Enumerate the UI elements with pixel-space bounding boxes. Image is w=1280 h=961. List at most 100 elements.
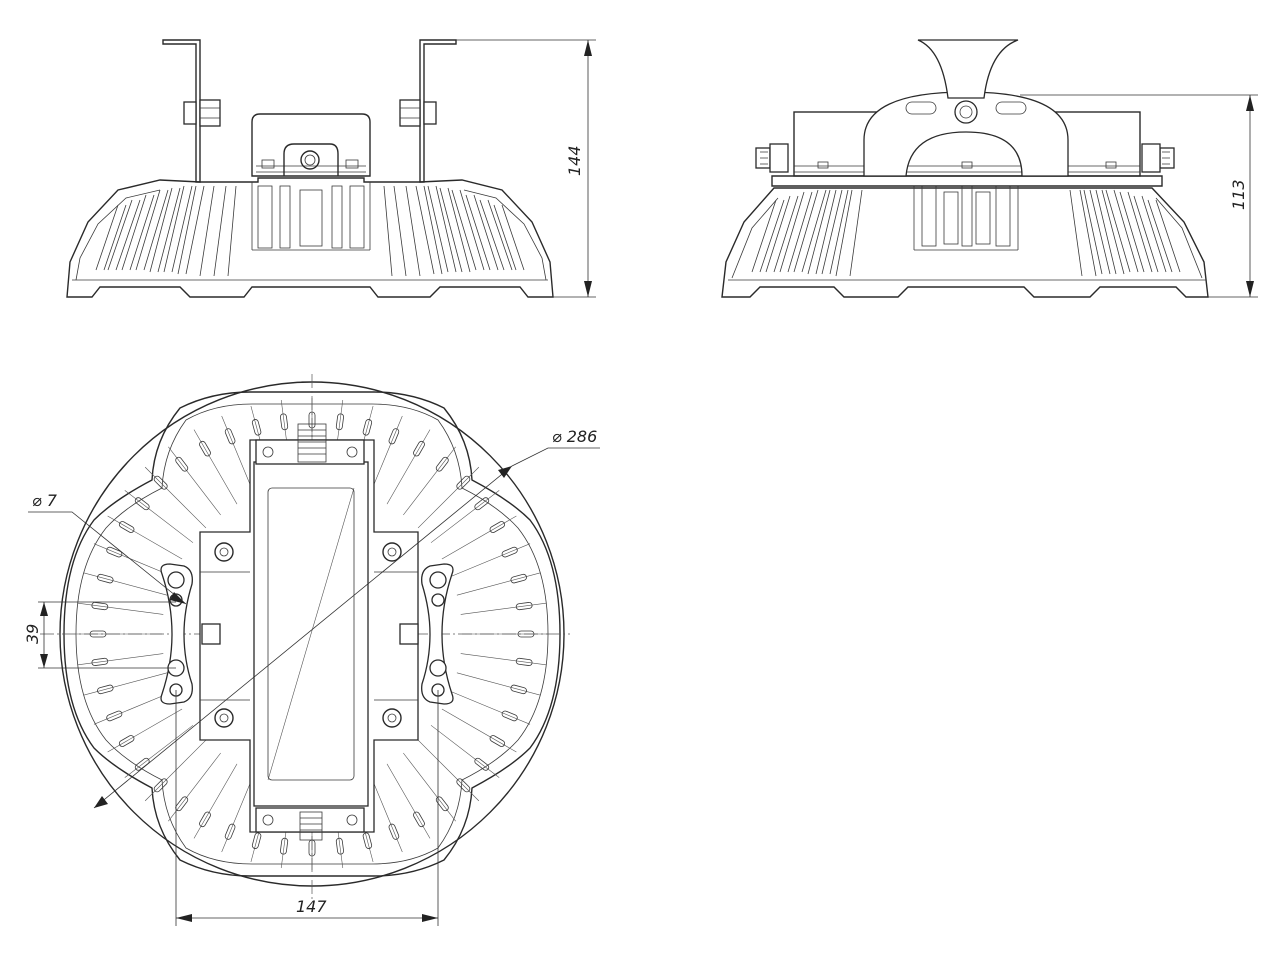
side-height-dimension: 113 [1020,94,1258,298]
radial-fin [77,653,164,666]
radial-slot [515,602,533,611]
radial-fin [456,672,541,696]
side-cable-gland-left [755,143,789,173]
radial-slot [362,419,373,436]
radial-slot [118,735,135,747]
radial-fin [430,490,500,543]
radial-slot [501,546,518,558]
radial-slot [456,475,471,490]
radial-slot [388,823,400,840]
width-147-dimension: 147 [175,690,439,926]
radial-slot [91,657,109,666]
radial-slot [97,684,114,695]
radial-slot [335,837,344,855]
radial-slot [474,497,490,511]
front-housing-inner [75,189,547,281]
radial-fin [450,691,531,725]
radial-slot [489,521,506,533]
top-driver-window [267,487,355,781]
side-cable-gland-right [1141,143,1175,173]
front-bracket-bolt-right [399,99,437,127]
radial-slot [118,521,135,533]
diameter-286-label: ⌀ 286 [552,427,597,446]
side-center-fins [913,185,1019,251]
radial-fin [456,572,541,596]
radial-fin [460,653,547,666]
radial-fin [417,739,480,802]
radial-slot [515,657,533,666]
radial-fin [403,446,456,516]
radial-slot [153,778,168,793]
top-end-cap-bottom [255,807,365,841]
front-center-fins [251,182,371,251]
side-housing-outline [721,187,1209,298]
radial-fin [77,602,164,615]
radial-fin [430,725,500,778]
front-driver-box [251,113,371,177]
radial-slot [106,546,123,558]
radial-fin [124,490,194,543]
side-height-label: 113 [1229,179,1248,210]
top-lobed-outline [63,391,561,877]
radial-slot [251,419,262,436]
radial-fin [107,515,183,560]
radial-fin [403,752,456,822]
front-housing-outline [66,177,554,298]
radial-slot [280,413,289,431]
radial-slot [489,735,506,747]
radial-fin [460,602,547,615]
radial-slot [199,811,211,828]
side-view: 113 [721,39,1258,298]
radial-slot [224,823,236,840]
front-bracket-left [162,39,201,183]
front-fins-left [95,185,237,277]
radial-slot [106,710,123,722]
radial-slot [388,428,400,445]
top-view: ⌀ 286 ⌀ 7 39 147 [23,374,600,926]
radial-slot [362,832,373,849]
radial-slot [251,832,262,849]
hole-spacing-39-label: 39 [23,624,42,644]
front-bracket-bolt-left [183,99,221,127]
radial-slot [91,602,109,611]
top-plate-bolts [201,542,419,728]
radial-fin [124,725,194,778]
radial-slot [153,475,168,490]
front-fins-right [383,185,525,277]
radial-slot [199,440,211,457]
top-end-cap-top [255,423,365,465]
radial-slot [413,811,425,828]
side-arch-bracket [863,91,1069,177]
radial-fin [386,763,431,839]
radial-slot [134,497,150,511]
radial-slot [280,837,289,855]
side-fins-left [751,189,863,277]
radial-fin [83,672,168,696]
radial-slot [335,413,344,431]
front-height-dimension: 144 [456,39,596,298]
radial-slot [175,796,189,812]
radial-slot [97,573,114,584]
radial-fin [83,572,168,596]
radial-slot [435,456,449,472]
radial-slot [456,778,471,793]
width-147-label: 147 [296,897,327,916]
radial-fin [193,763,238,839]
diameter-7-dimension: ⌀ 7 [28,491,187,605]
radial-slot [510,573,527,584]
side-fins-right [1069,189,1181,277]
diameter-286-dimension: ⌀ 286 [93,427,600,809]
radial-fin [144,466,207,529]
radial-slot [413,440,425,457]
front-center-bracket [283,143,339,176]
side-top-mount [917,39,1019,99]
front-view: 144 [66,39,596,298]
radial-slot [175,456,189,472]
radial-slot [510,684,527,695]
radial-slot [474,757,490,771]
radial-fin [441,515,517,560]
radial-fin [417,466,480,529]
radial-slot [224,428,236,445]
radial-fin [193,429,238,505]
